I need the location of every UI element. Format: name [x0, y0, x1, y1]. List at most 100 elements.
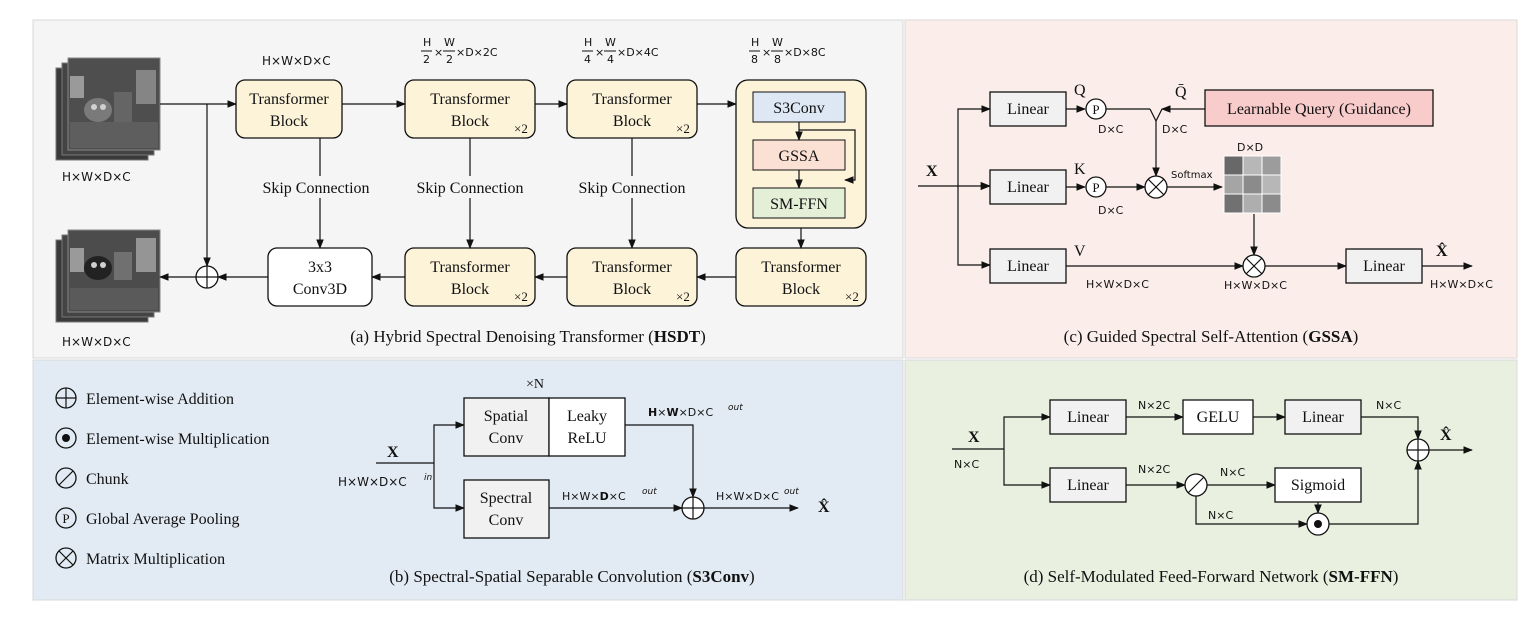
- svg-text:H: H: [423, 36, 431, 49]
- svg-text:Element-wise Multiplication: Element-wise Multiplication: [86, 431, 270, 448]
- top-out-dim-label: N×C: [1376, 399, 1401, 412]
- linear-bottom-box: Linear: [1049, 467, 1127, 503]
- chunk-bottom-dim-label: N×C: [1208, 509, 1233, 522]
- svg-text:W: W: [444, 36, 455, 49]
- v-dim-label: H×W×D×C: [1086, 278, 1149, 291]
- transformer-block-dec-1: Transformer Block ×2: [404, 247, 536, 307]
- top-dim-label: N×2C: [1138, 399, 1170, 412]
- svg-text:×2: ×2: [514, 289, 528, 304]
- svg-text:Block: Block: [451, 113, 489, 130]
- svg-text:ReLU: ReLU: [567, 430, 607, 447]
- svg-text:P: P: [1092, 102, 1099, 117]
- svg-text:out: out: [642, 487, 657, 497]
- svg-text:Matrix Multiplication: Matrix Multiplication: [86, 551, 225, 568]
- q-label: Q: [1074, 82, 1086, 99]
- svg-text:H: H: [584, 36, 592, 49]
- skip-connection-label-3: Skip Connection: [578, 180, 685, 197]
- svg-text:Block: Block: [451, 281, 489, 298]
- leaky-relu-box: Leaky ReLU: [548, 397, 626, 457]
- svg-text:Linear: Linear: [1007, 258, 1049, 275]
- svg-text:H: H: [751, 36, 759, 49]
- svg-text:Leaky: Leaky: [567, 408, 607, 425]
- svg-text:Learnable Query (Guidance): Learnable Query (Guidance): [1227, 101, 1411, 118]
- output-hsi-image: [55, 229, 161, 323]
- svg-text:×: ×: [762, 46, 771, 59]
- dim-label-3: H 4 × W 4 ×D×4C: [582, 36, 659, 66]
- svg-text:Linear: Linear: [1067, 477, 1109, 494]
- linear-k-box: Linear: [989, 169, 1067, 205]
- panel-d: X N×C Linear N×2C GELU Linear N×C Linear…: [952, 399, 1473, 586]
- skip-connection-label-1: Skip Connection: [262, 180, 369, 197]
- gelu-box: GELU: [1182, 399, 1254, 435]
- attention-heatmap: [1223, 155, 1282, 214]
- learnable-query-box: Learnable Query (Guidance): [1204, 89, 1434, 127]
- transformer-block-dec-2: Transformer Block ×2: [566, 247, 698, 307]
- pool-circle-icon: P: [1085, 176, 1107, 198]
- qbar-dim-label: D×C: [1162, 123, 1188, 136]
- svg-text:W: W: [772, 36, 783, 49]
- legend-item-pool: P Global Average Pooling: [55, 507, 239, 529]
- linear-v-box: Linear: [989, 248, 1067, 284]
- skip-connection-label-2: Skip Connection: [416, 180, 523, 197]
- heatmap-cell: [1223, 174, 1244, 195]
- transformer-block-enc-2: Transformer Block ×2: [404, 79, 536, 139]
- svg-text:Transformer: Transformer: [249, 91, 329, 108]
- sigmoid-box: Sigmoid: [1274, 467, 1362, 503]
- panel-d-caption: (d) Self-Modulated Feed-Forward Network …: [1024, 567, 1399, 586]
- svg-text:Linear: Linear: [1302, 409, 1344, 426]
- svg-text:Global Average Pooling: Global Average Pooling: [86, 511, 239, 528]
- output-dim-label: H×W×D×C out: [716, 487, 799, 503]
- expanded-transformer-block: S3Conv GSSA SM-FFN: [735, 79, 867, 229]
- heatmap-cell: [1261, 155, 1282, 176]
- linear-top-box: Linear: [1049, 399, 1127, 435]
- svg-text:Transformer: Transformer: [430, 259, 510, 276]
- heatmap-cell: [1242, 155, 1263, 176]
- pool-circle-icon: P: [55, 507, 77, 529]
- cross-circle-icon: [1144, 175, 1168, 199]
- heatmap-cell: [1242, 193, 1263, 214]
- heatmap-cell: [1261, 174, 1282, 195]
- svg-text:H×W×D×C: H×W×D×C: [562, 490, 626, 503]
- v-label: V: [1074, 243, 1086, 260]
- panel-a-caption: (a) Hybrid Spectral Denoising Transforme…: [350, 327, 706, 346]
- add-circle-icon: [195, 265, 219, 289]
- panel-b-caption: (b) Spectral-Spatial Separable Convoluti…: [389, 567, 754, 586]
- x-hat-output-label: X̂: [1436, 242, 1448, 260]
- svg-text:Sigmoid: Sigmoid: [1291, 477, 1345, 494]
- dim-label-4: H 8 × W 8 ×D×8C: [749, 36, 826, 66]
- k-label: K: [1074, 161, 1086, 178]
- attention-dim-label: D×D: [1237, 141, 1263, 154]
- svg-text:GELU: GELU: [1197, 409, 1240, 426]
- svg-text:Conv3D: Conv3D: [293, 281, 347, 298]
- svg-text:Spatial: Spatial: [484, 408, 529, 425]
- svg-text:4: 4: [607, 53, 614, 66]
- svg-text:Block: Block: [613, 281, 651, 298]
- svg-text:Block: Block: [782, 281, 820, 298]
- cross-circle-icon: [55, 547, 77, 569]
- svg-text:out: out: [728, 403, 743, 413]
- svg-text:GSSA: GSSA: [779, 148, 820, 165]
- svg-text:×D×8C: ×D×8C: [784, 46, 826, 59]
- x-hat-output-label: X̂: [818, 498, 830, 516]
- transformer-block-enc-3: Transformer Block ×2: [566, 79, 698, 139]
- output-dim-label: H×W×D×C: [62, 335, 131, 349]
- svg-text:2: 2: [423, 53, 430, 66]
- panel-c: X Linear Linear Linear Q P D×C D×C Q̄: [918, 82, 1493, 346]
- x-input-label: X: [968, 429, 980, 446]
- add-circle-icon: [1406, 438, 1430, 462]
- dim-label-2: H 2 × W 2 ×D×2C: [421, 36, 498, 66]
- svg-text:Spectral: Spectral: [480, 490, 533, 507]
- pool-circle-icon: P: [1085, 98, 1107, 120]
- chunk-top-dim-label: N×C: [1220, 466, 1245, 479]
- transformer-block-enc-1: Transformer Block: [235, 79, 343, 139]
- dim-label-1: H×W×D×C: [262, 54, 331, 68]
- bottom-branch-dim-label: H×W×D×C out: [562, 487, 657, 503]
- svg-text:P: P: [62, 511, 69, 526]
- linear-top-out-box: Linear: [1284, 399, 1362, 435]
- heatmap-cell: [1223, 155, 1244, 176]
- svg-text:Transformer: Transformer: [430, 91, 510, 108]
- panel-c-caption: (c) Guided Spectral Self-Attention (GSSA…: [1064, 327, 1359, 346]
- input-hsi-image: [55, 57, 161, 161]
- dot-circle-icon: [55, 427, 77, 449]
- heatmap-cell: [1242, 174, 1263, 195]
